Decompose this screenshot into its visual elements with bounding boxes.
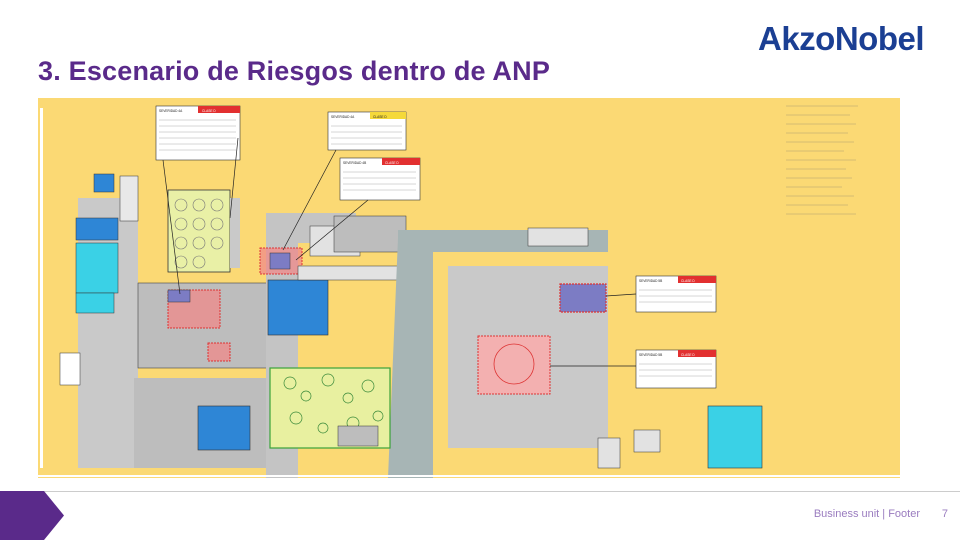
callout-box-5: SEVERIDAD 5B CLASE D	[635, 349, 717, 389]
left-building-3	[75, 292, 115, 314]
risk-zone-small	[207, 342, 231, 362]
callout-5-class: CLASE D	[681, 353, 695, 357]
risk-zone-east	[477, 335, 551, 395]
reactor-unit	[167, 289, 191, 303]
small-structure-2	[597, 437, 621, 469]
callout-box-3: SEVERIDAD 4B CLASE D	[339, 157, 421, 201]
callout-5-severity: SEVERIDAD 5B	[639, 353, 662, 357]
left-building-1	[75, 217, 119, 241]
tank-warehouse	[167, 189, 231, 273]
callout-3-severity: SEVERIDAD 4B	[343, 161, 366, 165]
left-office	[59, 352, 81, 386]
page-number: 7	[941, 508, 948, 520]
callout-1-severity: SEVERIDAD 4A	[159, 109, 183, 113]
garden-trees	[283, 373, 384, 434]
callout-box-4: SEVERIDAD 5B CLASE D	[635, 275, 717, 313]
lower-blue-storage	[197, 405, 251, 451]
footer-text: Business unit | Footer	[813, 508, 920, 520]
east-tank-circle	[493, 343, 535, 385]
callout-3-class: CLASE D	[385, 161, 399, 165]
footer-chevron-icon	[0, 491, 64, 540]
slide-title: 3. Escenario de Riesgos dentro de ANP	[38, 56, 551, 86]
callout-leader-lines	[162, 137, 637, 367]
footer-divider	[0, 491, 960, 492]
left-fence	[40, 108, 43, 468]
small-structure	[633, 429, 661, 453]
site-plan-map: SEVERIDAD 4A CLASE D SEVERIDAD 4A CLASE …	[38, 98, 900, 478]
east-building	[527, 227, 589, 247]
main-access-road	[388, 238, 433, 478]
callout-2-class: CLASE D	[373, 115, 387, 119]
warehouse-tanks	[174, 198, 224, 269]
callout-2-severity: SEVERIDAD 4A	[331, 115, 355, 119]
callout-box-2: SEVERIDAD 4A CLASE D	[327, 111, 407, 151]
east-risk-equipment	[559, 283, 607, 313]
callout-4-class: CLASE D	[681, 279, 695, 283]
garden-shed	[337, 425, 379, 447]
left-building-2	[75, 242, 119, 294]
warehouse-aisle	[230, 198, 240, 268]
akzonobel-logo: AkzoNobel	[757, 20, 925, 57]
callout-4-severity: SEVERIDAD 5B	[639, 279, 662, 283]
left-annex	[119, 175, 139, 222]
callout-1-class: CLASE D	[202, 109, 216, 113]
map-legend-list	[786, 105, 858, 215]
blue-storage	[267, 279, 329, 336]
site-plan-drawing: SEVERIDAD 4A CLASE D SEVERIDAD 4A CLASE …	[38, 105, 900, 478]
upper-yard	[333, 215, 407, 253]
long-building	[297, 265, 409, 281]
containment-tank	[707, 405, 763, 469]
upper-equipment	[269, 252, 291, 270]
guard-house	[93, 173, 115, 193]
callout-box-1: SEVERIDAD 4A CLASE D	[155, 105, 241, 161]
